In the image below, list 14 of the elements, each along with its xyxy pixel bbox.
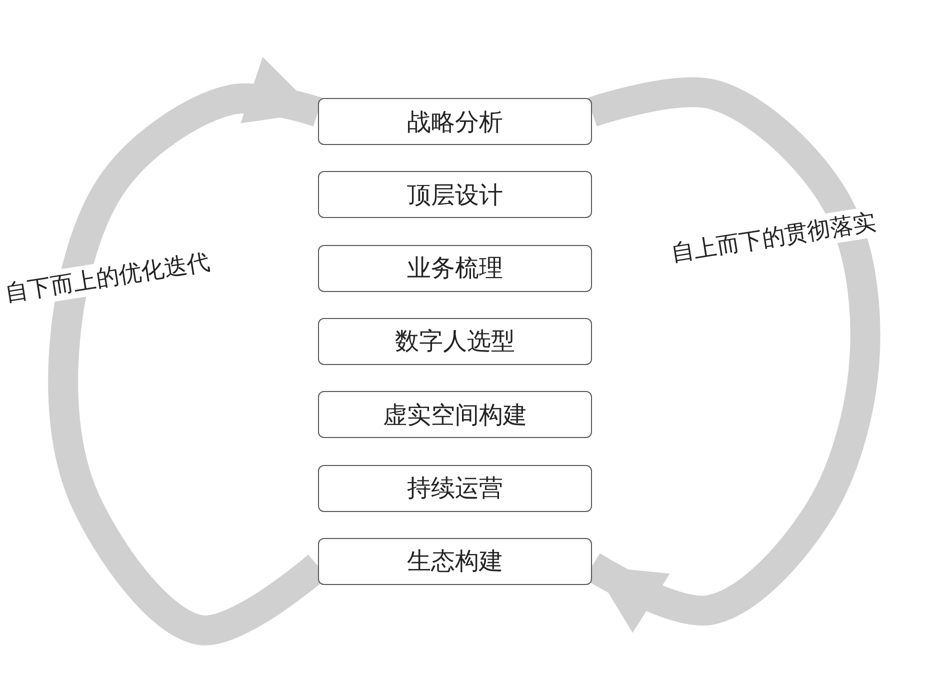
process-box bbox=[318, 538, 592, 585]
process-box bbox=[318, 464, 592, 512]
step-label: 持续运营 bbox=[407, 473, 503, 504]
step-label: 战略分析 bbox=[407, 106, 503, 138]
process-box bbox=[318, 98, 592, 145]
process-box bbox=[318, 318, 592, 365]
step-label: 业务梳理 bbox=[407, 253, 503, 284]
step-label: 虚实空间构建 bbox=[383, 400, 527, 431]
step-label: 顶层设计 bbox=[407, 180, 503, 211]
process-box bbox=[318, 391, 592, 438]
process-box bbox=[318, 171, 592, 218]
step-label: 生态构建 bbox=[407, 546, 503, 578]
process-box bbox=[318, 244, 592, 292]
step-label: 数字人选型 bbox=[395, 326, 515, 358]
